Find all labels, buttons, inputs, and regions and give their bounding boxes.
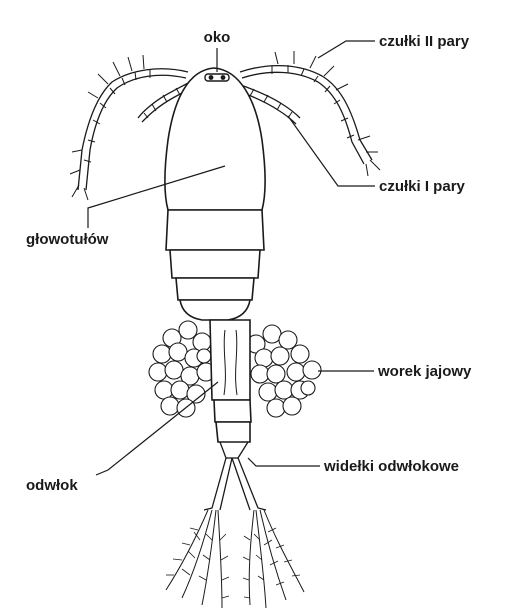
label-czulki-i: czułki I pary — [379, 178, 466, 195]
cephalothorax — [165, 68, 265, 320]
leader-czulki-ii — [318, 41, 375, 58]
eye — [205, 74, 229, 81]
furcal-setae-right — [243, 510, 304, 608]
egg-sac-right — [247, 325, 321, 417]
label-czulki-ii: czułki II pary — [379, 33, 470, 50]
egg-sac-left — [149, 321, 215, 417]
label-worek-jajowy: worek jajowy — [377, 363, 472, 380]
furca — [204, 442, 266, 510]
leader-widelki — [248, 458, 320, 466]
furcal-setae-left — [166, 510, 229, 608]
label-oko: oko — [204, 29, 231, 46]
label-widelki-odwlokowe: widełki odwłokowe — [323, 458, 459, 475]
label-odwlok: odwłok — [26, 477, 78, 494]
label-glowotulow: głowotułów — [26, 231, 109, 248]
abdomen — [210, 320, 251, 442]
leader-czulki-i — [288, 116, 375, 186]
